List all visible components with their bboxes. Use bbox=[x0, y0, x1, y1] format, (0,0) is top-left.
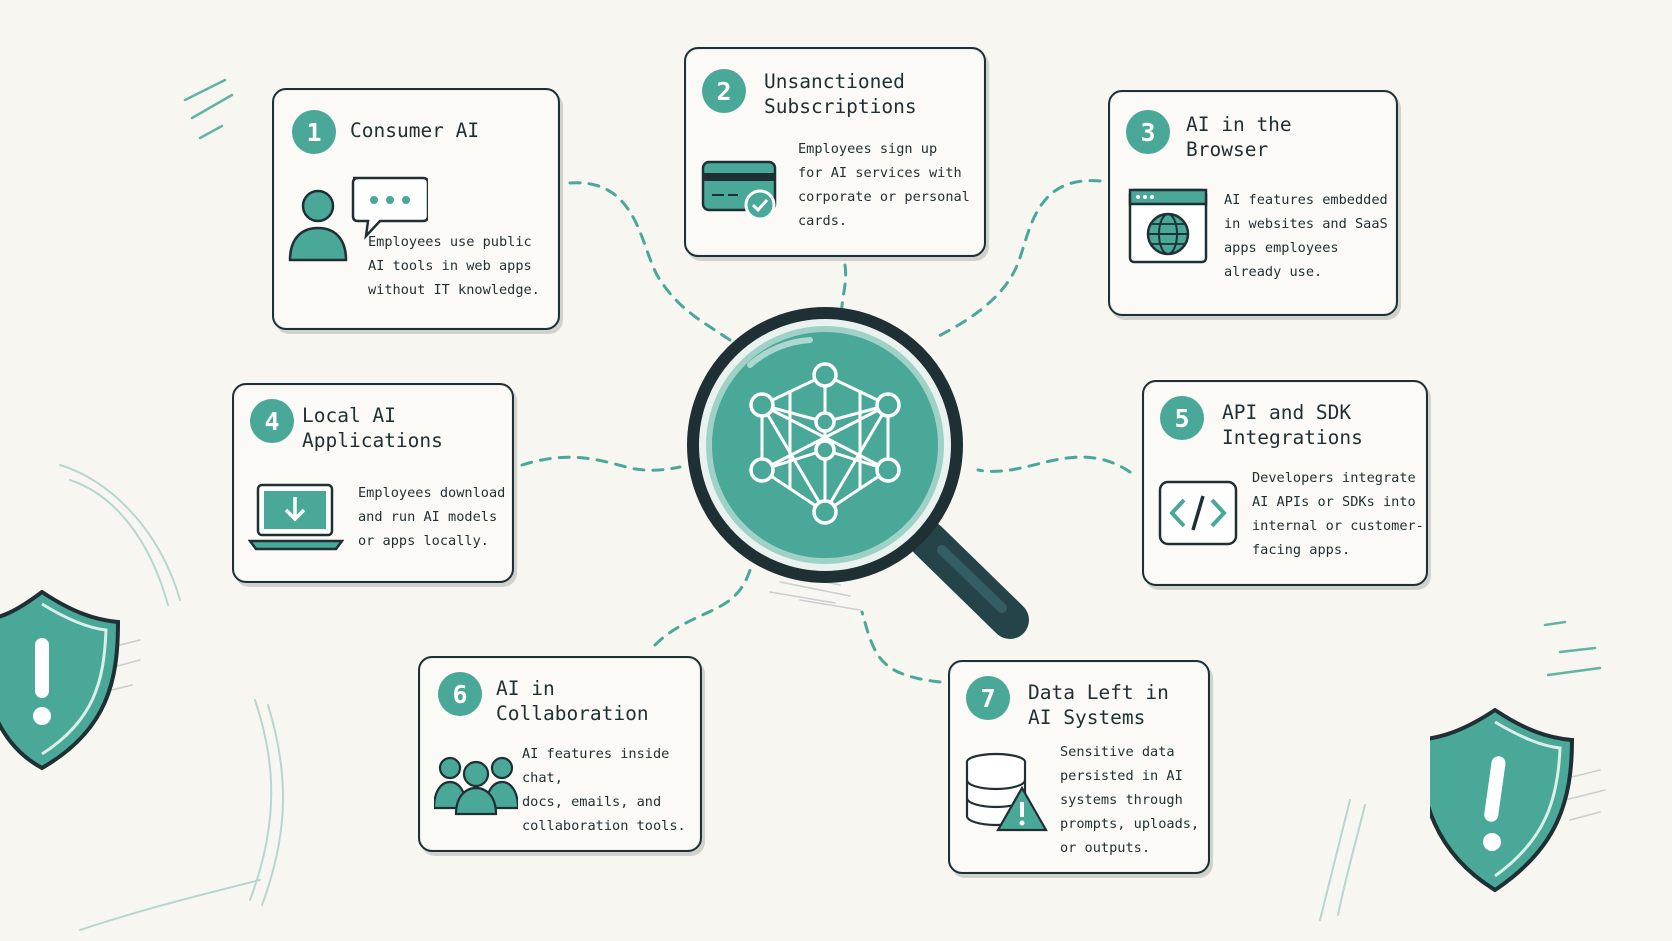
connector-4 bbox=[520, 455, 682, 472]
card-description: Developers integrate AI APIs or SDKs int… bbox=[1252, 470, 1424, 558]
step-badge: 3 bbox=[1126, 110, 1170, 154]
card-title: Consumer AI bbox=[350, 119, 480, 142]
card-description: Sensitive data persisted in AI systems t… bbox=[1060, 744, 1200, 856]
step-badge: 2 bbox=[702, 69, 746, 113]
card-description: AI features embedded in websites and Saa… bbox=[1224, 192, 1388, 280]
card-description: Employees download and run AI models or … bbox=[358, 485, 506, 549]
warning-shield-icon-left bbox=[0, 590, 121, 771]
credit-card-check-icon bbox=[701, 160, 777, 221]
card-description: Employees sign up for AI services with c… bbox=[798, 141, 970, 229]
card-description: Employees use public AI tools in web app… bbox=[368, 234, 540, 298]
connector-1 bbox=[568, 181, 732, 342]
card-description: AI features inside chat, docs, emails, a… bbox=[522, 746, 686, 834]
browser-globe-icon bbox=[1128, 188, 1208, 264]
step-badge: 7 bbox=[966, 676, 1010, 720]
step-badge: 6 bbox=[438, 672, 482, 716]
user-chat-icon bbox=[288, 176, 428, 262]
connector-5 bbox=[976, 455, 1132, 474]
step-badge: 1 bbox=[292, 110, 336, 154]
card-title: AI in Collaboration bbox=[496, 677, 649, 725]
card-api-and-sdk-integrations: 5 API and SDK Integrations Developers in… bbox=[1142, 380, 1428, 586]
warning-shield-icon-right bbox=[1430, 708, 1575, 893]
card-title: Unsanctioned Subscriptions bbox=[764, 70, 917, 118]
card-consumer-ai: 1 Consumer AI Employees use public AI to… bbox=[272, 88, 560, 330]
group-users-icon bbox=[434, 756, 518, 816]
connector-3 bbox=[933, 179, 1102, 340]
step-badge: 4 bbox=[250, 399, 294, 443]
laptop-download-icon bbox=[248, 483, 344, 551]
card-title: Local AI Applications bbox=[302, 404, 443, 452]
card-title: API and SDK Integrations bbox=[1222, 401, 1363, 449]
card-ai-in-collaboration: 6 AI in Collaboration AI features inside… bbox=[418, 656, 702, 852]
code-icon bbox=[1158, 480, 1238, 546]
card-unsanctioned-subscriptions: 2 Unsanctioned Subscriptions Employees s… bbox=[684, 47, 986, 257]
card-data-left-in-ai-systems: 7 Data Left in AI Systems Sensitive data… bbox=[948, 660, 1210, 874]
magnifier-neural-network-icon bbox=[687, 307, 1029, 639]
database-warning-icon bbox=[965, 752, 1048, 832]
card-local-ai-applications: 4 Local AI Applications Employees downlo… bbox=[232, 383, 514, 583]
step-badge: 5 bbox=[1160, 396, 1204, 440]
connector-7 bbox=[860, 610, 942, 684]
card-title: AI in the Browser bbox=[1186, 113, 1292, 161]
card-ai-in-the-browser: 3 AI in the Browser AI features embedded… bbox=[1108, 90, 1398, 316]
card-title: Data Left in AI Systems bbox=[1028, 681, 1169, 729]
connector-6 bbox=[653, 563, 754, 647]
